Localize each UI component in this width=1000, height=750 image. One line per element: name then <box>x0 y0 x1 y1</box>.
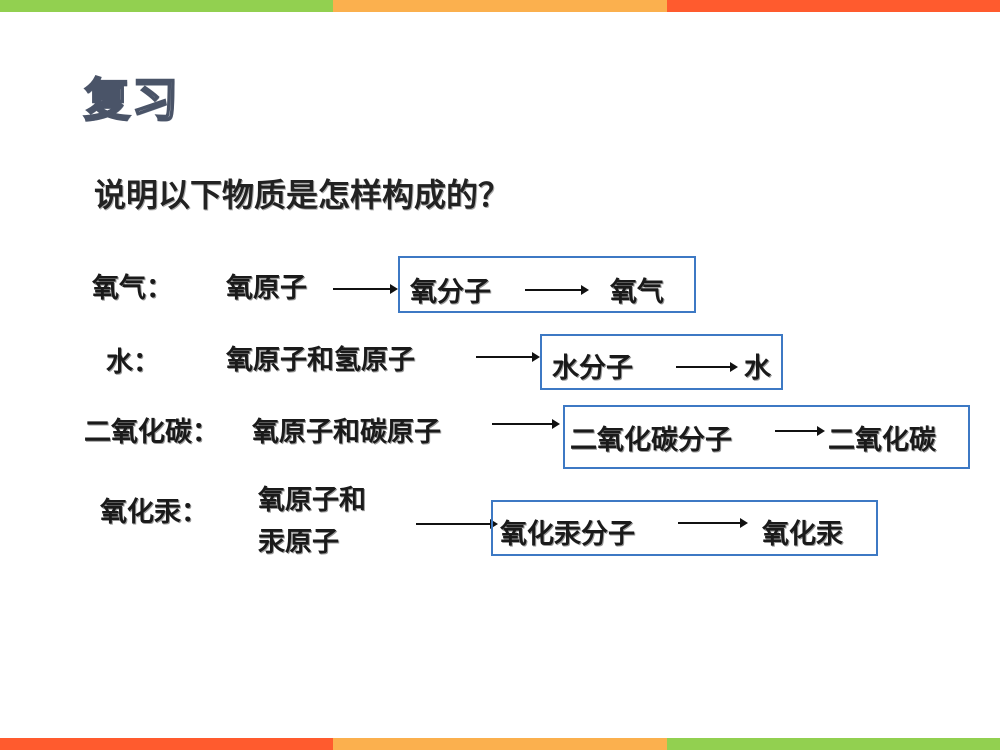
arrow-icon <box>678 518 748 528</box>
bottom-bar-orange <box>333 738 667 750</box>
molecule-text: 二氧化碳分子 <box>570 425 732 456</box>
arrow-icon <box>525 285 589 295</box>
question-text: 说明以下物质是怎样构成的？ <box>94 176 511 214</box>
arrow-icon <box>676 362 738 372</box>
top-bar-orange <box>333 0 667 12</box>
bottom-bar-green <box>666 738 1000 750</box>
molecule-text: 氧分子 <box>410 277 491 308</box>
arrow-icon <box>416 519 498 529</box>
row-label: 氧气： <box>92 273 173 304</box>
top-color-bar <box>0 0 1000 12</box>
molecule-box <box>540 334 783 390</box>
arrow-icon <box>476 352 540 362</box>
bottom-color-bar <box>0 738 1000 750</box>
atoms-text-line2: 汞原子 <box>258 527 339 558</box>
bottom-bar-red <box>0 738 334 750</box>
top-bar-green <box>0 0 334 12</box>
top-bar-red <box>666 0 1000 12</box>
atoms-text: 氧原子和氢原子 <box>226 345 415 376</box>
row-label: 水： <box>106 347 160 378</box>
atoms-text: 氧原子 <box>226 273 307 304</box>
substance-text: 水 <box>744 353 771 384</box>
arrow-icon <box>492 419 560 429</box>
molecule-text: 水分子 <box>552 353 633 384</box>
molecule-text: 氧化汞分子 <box>500 519 635 550</box>
substance-text: 二氧化碳 <box>828 425 936 456</box>
atoms-text: 氧原子和碳原子 <box>252 417 441 448</box>
substance-text: 氧化汞 <box>762 519 843 550</box>
atoms-text-line1: 氧原子和 <box>258 485 366 516</box>
molecule-box <box>491 500 878 556</box>
molecule-box <box>563 405 970 469</box>
molecule-box <box>398 256 696 313</box>
row-label: 氧化汞： <box>100 497 208 528</box>
substance-text: 氧气 <box>610 277 664 308</box>
arrow-icon <box>775 426 825 436</box>
slide-title: 复习 <box>83 72 180 128</box>
row-label: 二氧化碳： <box>84 417 219 448</box>
arrow-icon <box>333 284 398 294</box>
